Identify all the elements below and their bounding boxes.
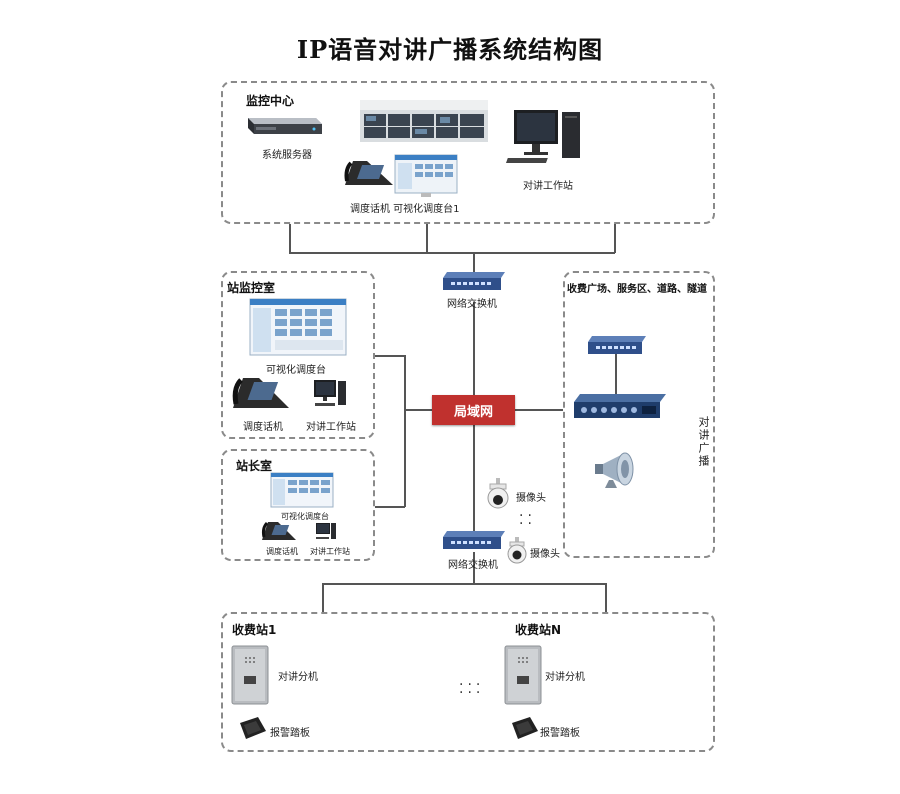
toll-n-label: 收费站N xyxy=(515,623,562,637)
rack-server-icon xyxy=(248,118,322,134)
monitor-room-phone-label: 调度话机 xyxy=(243,422,283,433)
dispatch-phone-icon xyxy=(261,521,296,540)
amplifier-icon xyxy=(574,394,666,418)
dispatch-phone-icon xyxy=(232,378,289,408)
lan-node: 局域网 xyxy=(432,395,515,425)
intercom-terminal-icon xyxy=(231,645,269,705)
network-switch-field-icon xyxy=(588,336,646,354)
master-room-workstation-label: 对讲工作站 xyxy=(310,547,350,556)
rooms-to-lan xyxy=(404,409,432,411)
field-zone xyxy=(563,271,715,558)
intercom-terminal-icon xyxy=(504,645,542,705)
field-label: 收费广场、服务区、道路、隧道 xyxy=(567,284,707,295)
toll-station-ellipsis: ······ xyxy=(459,677,485,701)
toll-bus-drop-left xyxy=(322,583,324,612)
visual-console-icon xyxy=(270,472,334,508)
monitor-room-console-label: 可视化调度台 xyxy=(266,365,326,376)
monitor-room-link-h xyxy=(375,355,405,357)
station-monitor-zone xyxy=(221,271,375,439)
rooms-link-v xyxy=(404,355,406,507)
toll-1-intercom-label: 对讲分机 xyxy=(278,672,318,683)
center-drop-left xyxy=(289,224,291,253)
master-room-phone-label: 调度话机 xyxy=(266,547,298,556)
alarm-pedal-icon xyxy=(512,717,538,739)
switch-bottom-label: 网络交换机 xyxy=(448,560,498,571)
field-equipment-link xyxy=(615,354,617,400)
network-switch-bottom-icon xyxy=(443,531,505,549)
switch-top-label: 网络交换机 xyxy=(447,299,497,310)
dome-camera-icon xyxy=(487,478,509,509)
toll-bus-drop-right xyxy=(605,583,607,612)
toll-1-pedal-label: 报警踏板 xyxy=(270,728,310,739)
monitor-center-zone xyxy=(221,81,715,224)
camera-1-label: 摄像头 xyxy=(516,493,546,504)
center-bus-horizontal xyxy=(289,252,615,254)
center-drop-right xyxy=(614,224,616,253)
workstation-icon xyxy=(314,380,346,406)
dispatch-phone-icon xyxy=(344,161,393,185)
station-monitor-label: 站监控室 xyxy=(227,281,276,295)
master-room-console-label: 可视化调度台 xyxy=(281,512,329,521)
center-workstation-label: 对讲工作站 xyxy=(523,181,573,192)
station-master-zone xyxy=(221,449,375,561)
dome-camera-icon xyxy=(507,537,527,564)
toll-station-zone xyxy=(221,612,715,752)
video-wall-icon xyxy=(360,100,488,142)
horn-speaker-icon xyxy=(595,452,634,488)
switch-to-tollbus xyxy=(473,552,475,584)
toll-bus-horizontal xyxy=(322,583,606,585)
monitor-center-label: 监控中心 xyxy=(246,94,295,108)
network-switch-top-icon xyxy=(443,272,505,290)
camera-2-label: 摄像头 xyxy=(530,549,560,560)
diagram-title: IP语音对讲广播系统结构图 xyxy=(296,35,604,64)
station-master-label: 站长室 xyxy=(236,459,273,473)
lan-to-field xyxy=(515,409,563,411)
monitor-room-workstation-label: 对讲工作站 xyxy=(306,422,356,433)
center-to-switch xyxy=(473,252,475,272)
toll-n-pedal-label: 报警踏板 xyxy=(540,728,580,739)
alarm-pedal-icon xyxy=(240,717,266,739)
workstation-icon xyxy=(316,523,336,539)
intercom-broadcast-label: 对讲广播 xyxy=(697,416,710,468)
workstation-icon xyxy=(505,110,580,163)
master-room-link-h xyxy=(375,506,405,508)
toll-n-intercom-label: 对讲分机 xyxy=(545,672,585,683)
center-console-label: 调度话机 可视化调度台1 xyxy=(350,204,460,215)
center-drop-mid xyxy=(426,224,428,253)
server-label: 系统服务器 xyxy=(262,150,312,161)
toll-1-label: 收费站1 xyxy=(232,623,277,637)
camera-ellipsis: ···· xyxy=(519,508,536,532)
visual-console-icon xyxy=(249,298,347,356)
visual-console-icon xyxy=(394,154,458,197)
